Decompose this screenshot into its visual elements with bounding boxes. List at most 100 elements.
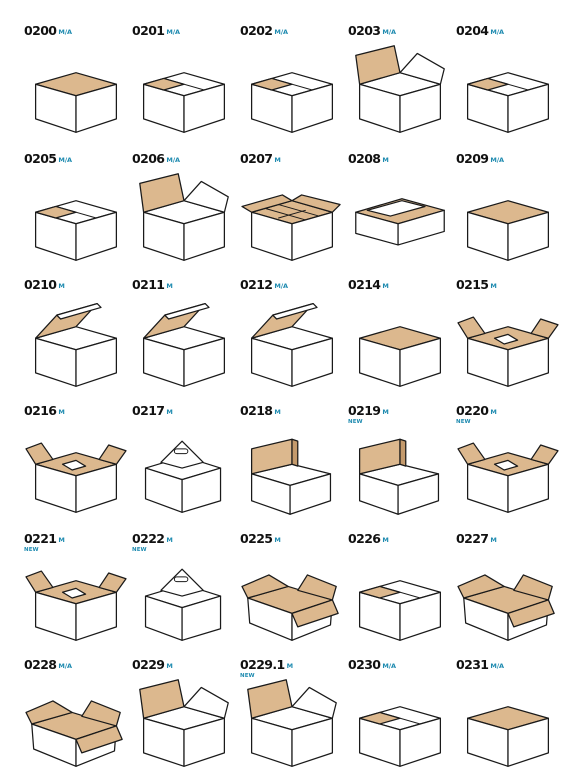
flap-kraft <box>34 205 77 219</box>
flap <box>457 316 486 339</box>
box-code: 0212 <box>240 277 273 292</box>
insert <box>61 459 87 471</box>
box-code: 0227 <box>456 531 489 546</box>
flap-kraft <box>358 585 401 599</box>
box-illustration <box>25 442 127 513</box>
box-body <box>25 570 127 641</box>
new-badge: NEW <box>240 673 255 679</box>
box-code: 0229.1 <box>240 657 285 672</box>
box-illustration <box>142 302 226 387</box>
box-body <box>34 302 118 387</box>
box-code: 0205 <box>24 151 57 166</box>
box-body <box>457 442 559 513</box>
right-face <box>507 717 550 767</box>
box-illustration <box>457 316 559 387</box>
box-illustration <box>466 72 550 133</box>
box-illustration <box>358 438 440 515</box>
box-illustration <box>250 302 334 387</box>
new-badge: NEW <box>456 419 471 425</box>
box-variant-tag: M <box>286 662 294 670</box>
box-illustration <box>241 574 339 641</box>
box-illustration <box>250 72 334 133</box>
insert <box>493 333 519 345</box>
insert <box>366 200 426 217</box>
box-illustration <box>34 72 118 133</box>
box-variant-tag: M/A <box>382 662 396 670</box>
box-body <box>139 679 229 767</box>
box-code: 0226 <box>348 531 381 546</box>
flap <box>530 444 559 465</box>
box-code: 0203 <box>348 23 381 38</box>
box-code: 0211 <box>132 277 165 292</box>
box-variant-tag: M <box>166 282 173 290</box>
flap <box>291 194 341 213</box>
right-face <box>75 83 118 133</box>
new-badge: NEW <box>24 547 39 553</box>
box-variant-tag: M <box>166 408 173 416</box>
box-body <box>247 679 337 767</box>
box-variant-tag: M <box>382 408 389 416</box>
right-face <box>507 337 550 387</box>
right-face <box>507 211 550 261</box>
box-body <box>139 173 229 261</box>
divider <box>278 209 306 219</box>
box-illustration <box>34 200 118 261</box>
right-face <box>291 717 334 767</box>
flap-open <box>183 686 229 719</box>
new-badge: NEW <box>348 419 363 425</box>
box-illustration <box>250 438 332 515</box>
box-illustration <box>142 72 226 133</box>
box-code: 0209 <box>456 151 489 166</box>
flap <box>507 599 555 628</box>
flap-open <box>183 180 229 213</box>
box-code: 0202 <box>240 23 273 38</box>
box-illustration <box>358 706 442 767</box>
box-body <box>144 568 222 641</box>
right-face <box>399 717 442 767</box>
box-body <box>466 706 550 767</box>
box-variant-tag: M <box>382 282 389 290</box>
box-variant-tag: M/A <box>58 662 72 670</box>
box-body <box>466 72 550 133</box>
box-body <box>144 440 222 513</box>
right-face <box>181 595 222 641</box>
box-code: 0217 <box>132 403 165 418</box>
box-variant-tag: M <box>58 282 65 290</box>
flap-open <box>355 45 401 85</box>
right-face <box>399 591 442 641</box>
box-body <box>358 580 442 641</box>
box-body <box>358 706 442 767</box>
box-code: 0207 <box>240 151 273 166</box>
flap-open <box>139 679 185 719</box>
box-illustration <box>144 440 222 513</box>
box-code: 0222 <box>132 531 165 546</box>
box-body <box>250 438 332 515</box>
